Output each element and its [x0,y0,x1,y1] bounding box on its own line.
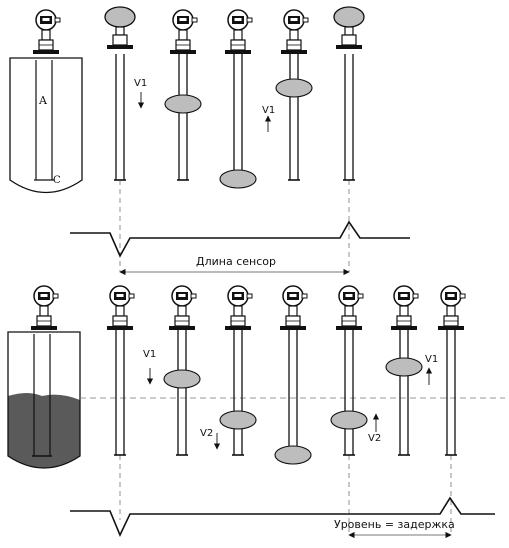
tank-top [9,57,83,194]
probe-group [31,6,466,465]
level-delay-label: Уровень = задержка [334,518,455,531]
probe-bottom-1-transmitter-icon [107,285,135,330]
probe-bottom-5-transmitter-icon [336,285,364,330]
float-bottom-3 [219,410,257,430]
float-bottom-6 [385,357,423,377]
probe-top-1-transmitter-icon [104,6,136,49]
label-v1-top-right: V1 [262,105,275,116]
tank-top-transmitter-icon [33,9,61,54]
label-v2-bottom-left: V2 [200,428,213,439]
float-bottom-4 [274,445,312,465]
label-v1-top-left: V1 [134,78,147,89]
probe-bottom-4-transmitter-icon [280,285,308,330]
float-bottom-5 [330,410,368,430]
label-v2-bottom-right: V2 [368,433,381,444]
float-top-3 [219,169,257,189]
tank-label-c: C [53,175,61,186]
label-v1-bottom-right: V1 [425,354,438,365]
float-bottom-2 [163,369,201,389]
motion-arrows [137,92,433,450]
tank-bottom [7,331,81,469]
probe-bottom-6-transmitter-icon [391,285,419,330]
probe-bottom-3-transmitter-icon [225,285,253,330]
float-top-2 [164,94,202,114]
label-v1-bottom-left: V1 [143,349,156,360]
signal-trace-bottom [70,496,495,537]
probe-bottom-2-transmitter-icon [169,285,197,330]
sensor-length-label: Длина сенсор [196,255,276,268]
probe-top-5-transmitter-icon [333,6,365,49]
tank-bottom-transmitter-icon [31,285,59,330]
signal-trace-top [70,220,410,258]
probe-bottom-7-transmitter-icon [438,285,466,330]
guide-lines-bottom [119,455,452,535]
probe-top-4-transmitter-icon [281,9,309,54]
probe-top-2-transmitter-icon [170,9,198,54]
float-top-4 [275,78,313,98]
probe-top-3-transmitter-icon [225,9,253,54]
tank-label-a: A [38,94,48,107]
